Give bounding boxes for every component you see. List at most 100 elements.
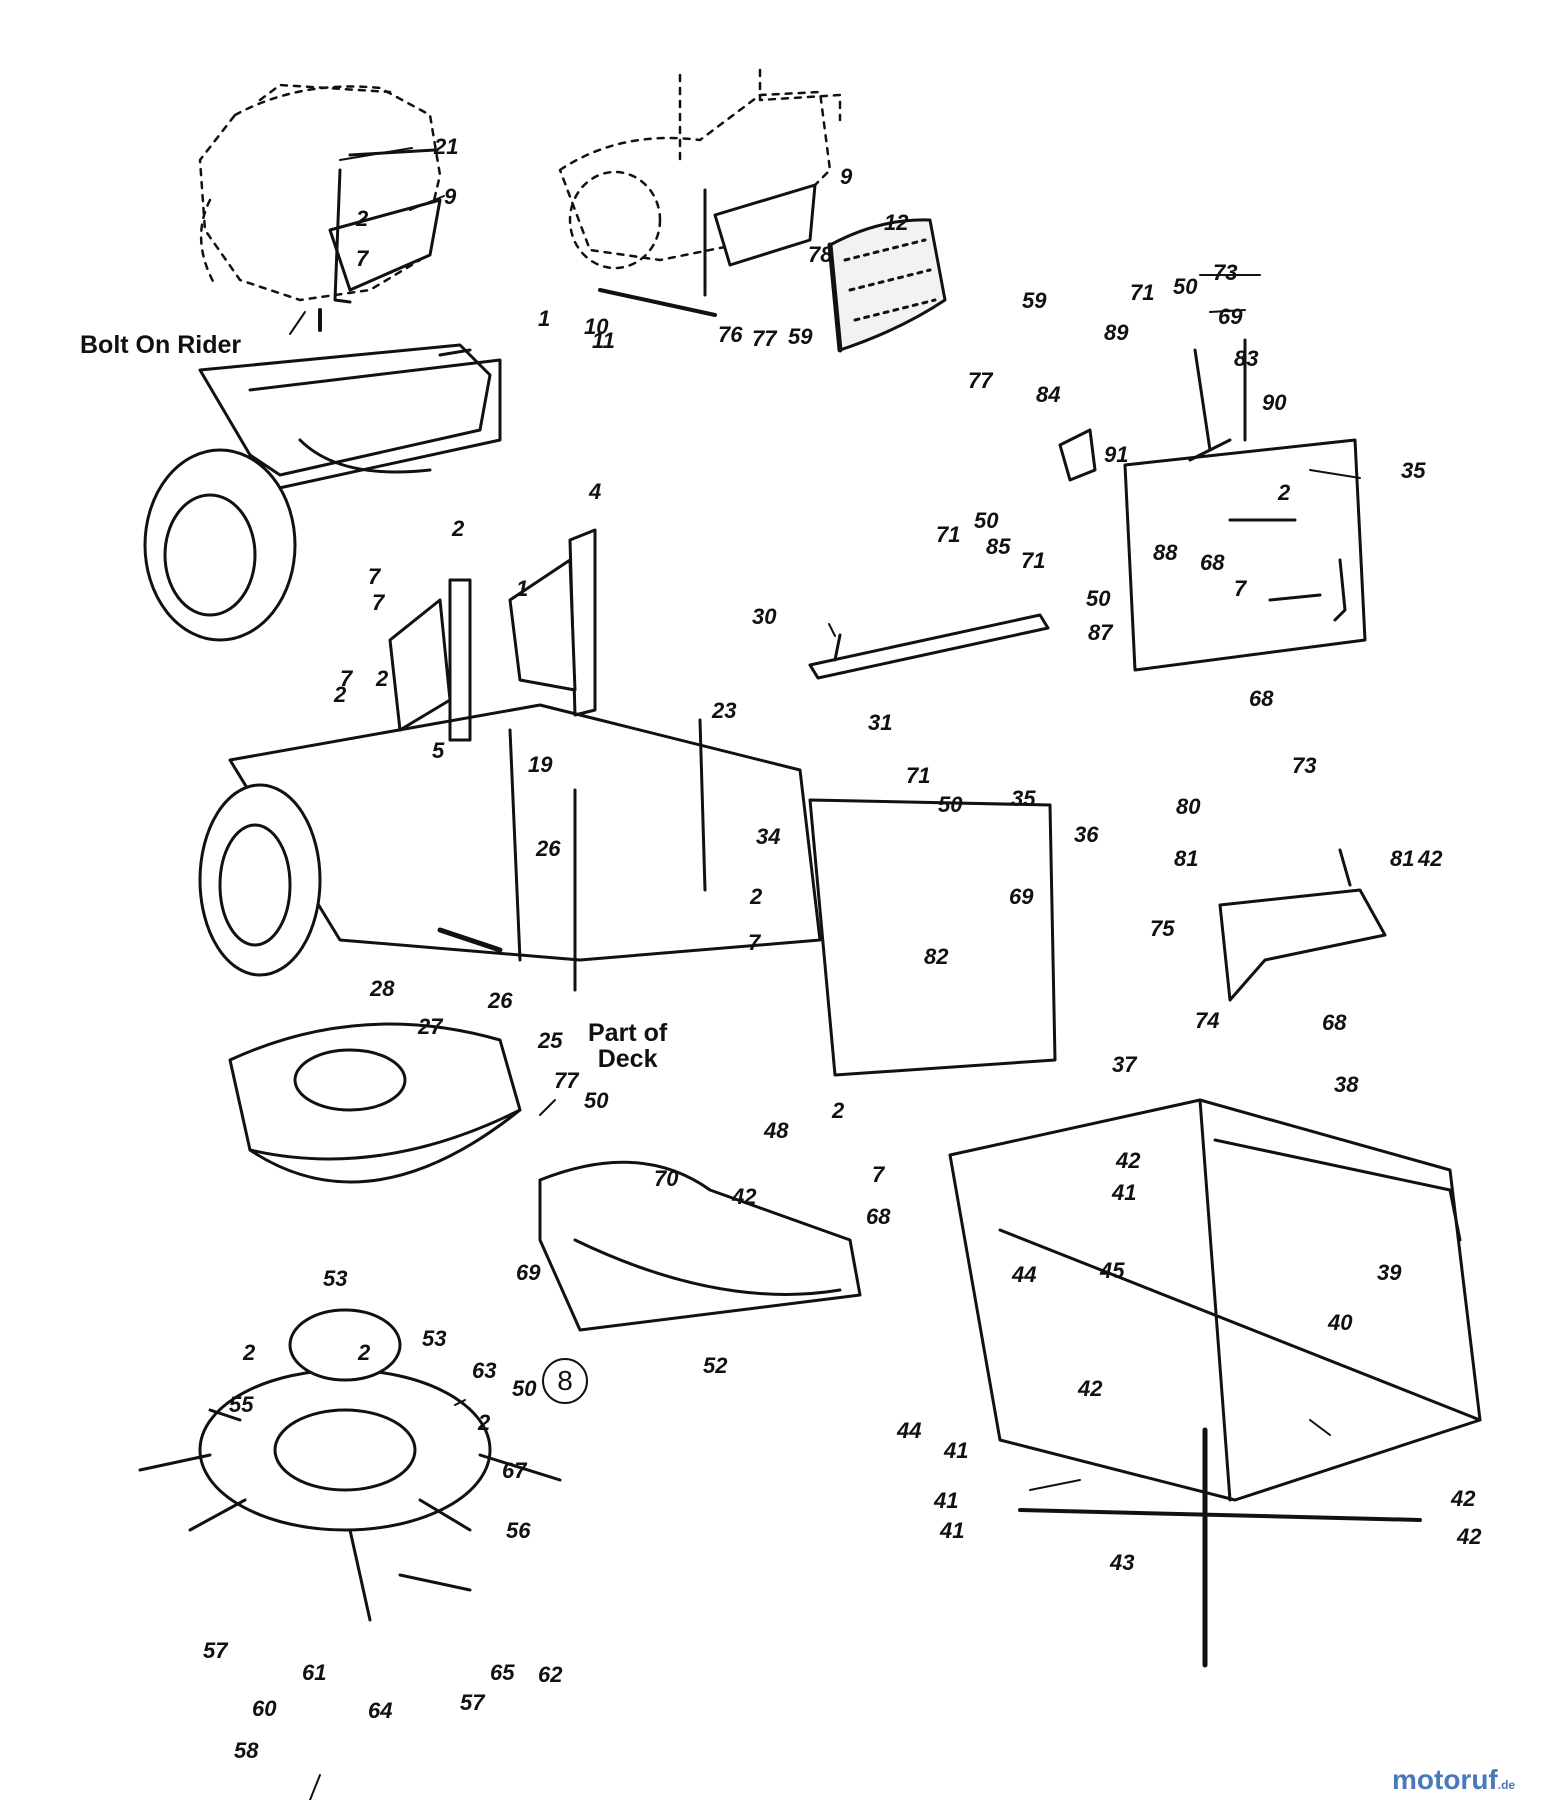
callout-label: 50: [974, 508, 999, 533]
callout-label: 38: [1334, 1072, 1359, 1097]
part-of-deck-caption: Part of Deck: [588, 1020, 667, 1073]
callout-label: 85: [986, 534, 1011, 559]
callout-label: 55: [229, 1392, 254, 1417]
callout-label: 50: [584, 1088, 609, 1113]
callout-label: 63: [472, 1358, 497, 1383]
callout-label: 44: [897, 1418, 922, 1443]
callout-label: 41: [944, 1438, 969, 1463]
callout-label: 60: [252, 1696, 277, 1721]
callout-label: 57: [203, 1638, 228, 1663]
callout-label: 89: [1104, 320, 1129, 345]
callout-label: 10: [584, 314, 609, 339]
callout-label: 35: [1401, 458, 1426, 483]
callout-label: 42: [1451, 1486, 1476, 1511]
bolt-on-rider-caption: Bolt On Rider: [80, 331, 242, 359]
axle-31: [808, 613, 1050, 680]
callout-label: 90: [1262, 390, 1287, 415]
callout-label: 68: [1200, 550, 1225, 575]
callout-label: 35: [1011, 786, 1036, 811]
callout-label: 27: [418, 1014, 443, 1039]
discharge-chute-52: [538, 1160, 862, 1332]
callout-label: 43: [1110, 1550, 1135, 1575]
callout-label: 1: [538, 306, 551, 331]
callout-label: 69: [1009, 884, 1034, 909]
callout-label: 2: [243, 1340, 256, 1365]
callout-label: 57: [460, 1690, 485, 1715]
callout-label: 7: [368, 564, 381, 589]
callout-label: 31: [868, 710, 893, 735]
callout-leaders: [289, 147, 1361, 1800]
callout-label: 78: [808, 242, 833, 267]
callout-label: 77: [752, 326, 777, 351]
part-of-deck-text: Part of Deck: [588, 1019, 668, 1074]
callout-label: 74: [1195, 1008, 1220, 1033]
callout-label: 53: [323, 1266, 348, 1291]
callout-label: 9: [840, 164, 853, 189]
callout-label: 73: [1292, 753, 1317, 778]
callout-label: 59: [788, 324, 813, 349]
callout-label: 7: [1234, 576, 1247, 601]
callout-label: 42: [1418, 846, 1443, 871]
callout-label: 88: [1153, 540, 1178, 565]
callout-label: 28: [370, 976, 395, 1001]
rider-outline-top-left: [198, 83, 442, 302]
callout-label: 12: [884, 210, 909, 235]
callout-label: 4: [589, 479, 602, 504]
callout-label: 71: [1021, 548, 1046, 573]
callout-label: 56: [506, 1518, 531, 1543]
main-frame: [198, 703, 1057, 1077]
callout-label: 75: [1150, 916, 1175, 941]
callout-label: 81: [1174, 846, 1199, 871]
callout-label: 40: [1328, 1310, 1353, 1335]
control-panel-upper: [1058, 338, 1367, 672]
callout-label: 2: [452, 516, 465, 541]
callout-label: 61: [302, 1660, 327, 1685]
callout-label: 42: [732, 1184, 757, 1209]
callout-label: 80: [1176, 794, 1201, 819]
bagger-frame: [948, 1098, 1482, 1668]
bracket-9-left: [318, 148, 442, 332]
callout-label: 7: [372, 590, 385, 615]
callout-label: 2: [478, 1410, 491, 1435]
callout-label: 11: [592, 328, 615, 353]
blade-assembly: [138, 1308, 562, 1622]
callout-label: 71: [936, 522, 961, 547]
callout-label: 53: [422, 1326, 447, 1351]
watermark-logo: motoruf.de: [1392, 1764, 1515, 1796]
callout-label: 25: [538, 1028, 563, 1053]
callout-label: 68: [1322, 1010, 1347, 1035]
callout-label: 83: [1234, 346, 1259, 371]
callout-label: 68: [1249, 686, 1274, 711]
callout-label: 2: [1278, 480, 1291, 505]
callout-label: 71: [1130, 280, 1155, 305]
callout-label: 77: [968, 368, 993, 393]
callout-label: 42: [1116, 1148, 1141, 1173]
callout-label: 45: [1100, 1258, 1125, 1283]
callout-label: 48: [764, 1118, 789, 1143]
callout-label: 7: [356, 246, 369, 271]
callout-label: 34: [756, 824, 781, 849]
callout-label: 7: [748, 930, 761, 955]
callout-label: 71: [906, 763, 931, 788]
callout-label: 44: [1012, 1262, 1037, 1287]
callout-label: 87: [1088, 620, 1113, 645]
callout-label: 50: [512, 1376, 537, 1401]
bracket-9-center: [598, 183, 817, 317]
callout-label: 64: [368, 1698, 393, 1723]
callout-label: 77: [554, 1068, 579, 1093]
callout-label: 69: [516, 1260, 541, 1285]
bracket-75: [1218, 848, 1387, 1002]
callout-label: 69: [1218, 304, 1243, 329]
callout-label: 39: [1377, 1260, 1402, 1285]
callout-label: 2: [376, 666, 389, 691]
callout-label: 2: [358, 1340, 371, 1365]
callout-label: 62: [538, 1662, 563, 1687]
callout-label: 5: [432, 738, 445, 763]
callout-label: 23: [712, 698, 737, 723]
bagger-rear-upper: [143, 343, 502, 642]
callout-label: 41: [1112, 1180, 1137, 1205]
callout-label: 30: [752, 604, 777, 629]
watermark-suffix: .de: [1497, 1778, 1516, 1792]
